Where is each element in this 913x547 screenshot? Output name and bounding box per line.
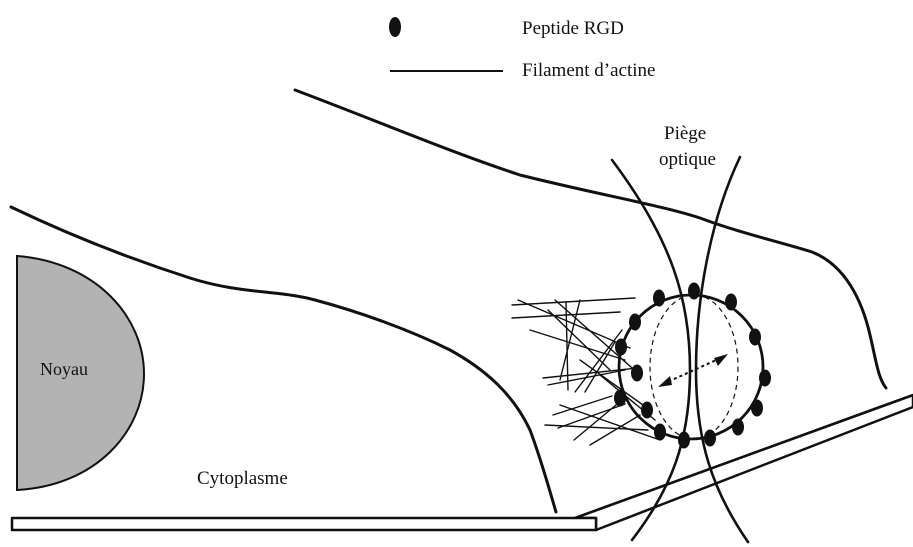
cell-membrane xyxy=(11,90,886,512)
arrow-head-left xyxy=(658,376,672,387)
arrow-head-right xyxy=(714,354,728,366)
rgd-peptide xyxy=(653,290,665,307)
cell-membrane-upper xyxy=(295,90,886,388)
rgd-peptide xyxy=(678,432,690,449)
legend-rgd-marker xyxy=(389,17,401,37)
rgd-peptide xyxy=(629,314,641,331)
optical-trap-label-line1: Piège xyxy=(664,123,706,144)
legend: Peptide RGD Filament d’actine xyxy=(389,17,655,81)
substrate xyxy=(12,395,913,530)
rgd-peptide xyxy=(732,419,744,436)
substrate-top xyxy=(12,518,596,530)
optical-trap-label-line2: optique xyxy=(659,149,716,170)
substrate-top-edge xyxy=(575,395,913,518)
rgd-peptide xyxy=(615,339,627,356)
rgd-peptide xyxy=(749,329,761,346)
rgd-peptide xyxy=(614,390,626,407)
rgd-peptide xyxy=(725,294,737,311)
bead-displacement-arrow xyxy=(663,357,723,384)
cytoplasm-label: Cytoplasme xyxy=(197,468,288,489)
nucleus-label: Noyau xyxy=(40,359,88,379)
rgd-peptide xyxy=(751,400,763,417)
actin-filament xyxy=(512,298,635,305)
legend-rgd-label: Peptide RGD xyxy=(522,18,624,39)
rgd-peptide xyxy=(654,424,666,441)
rgd-peptide xyxy=(704,430,716,447)
rgd-peptides xyxy=(614,283,771,449)
rgd-peptide xyxy=(688,283,700,300)
rgd-peptide xyxy=(631,365,643,382)
bead-equator-dashed xyxy=(650,295,738,439)
rgd-peptide xyxy=(641,402,653,419)
legend-actin-label: Filament d’actine xyxy=(522,60,655,81)
rgd-peptide xyxy=(759,370,771,387)
